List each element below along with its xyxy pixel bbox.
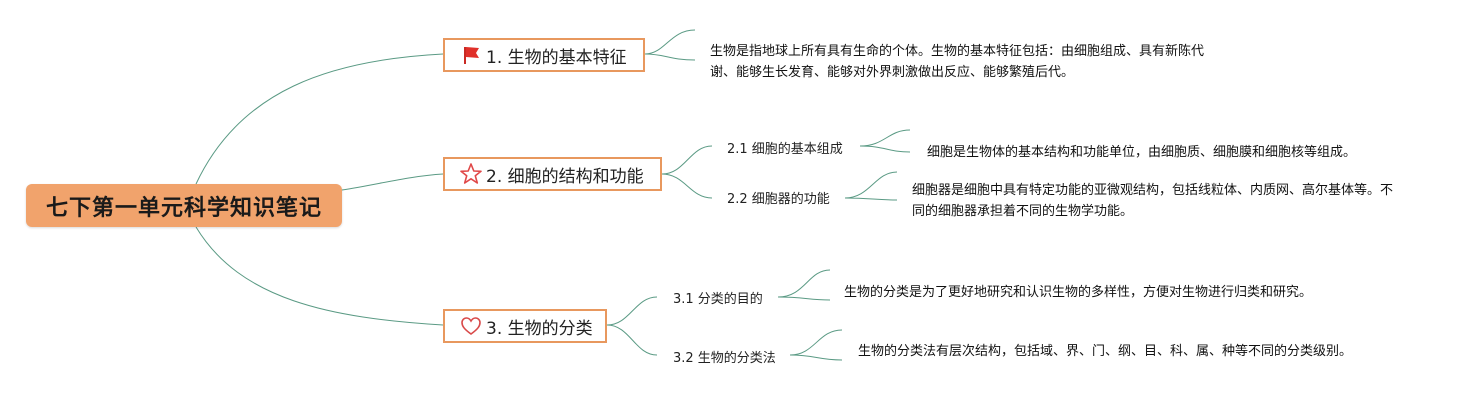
branch-3[interactable]: 3. 生物的分类 [443,309,607,343]
connector-b2-sub2 [661,173,713,199]
sub-topic-3-1[interactable]: 3.1 分类的目的 [673,292,763,307]
connector-b3-sub1 [606,296,658,326]
star-icon [459,162,483,186]
connector-b2-sub1 [661,145,713,175]
root-topic[interactable]: 七下第一单元科学知识笔记 [26,184,342,227]
connector-b1-desc [644,29,696,61]
branch-2[interactable]: 2. 细胞的结构和功能 [443,157,662,191]
connector-b3-sub2 [606,324,658,356]
connector-root-b1 [195,53,444,185]
connector-sub31-desc [777,269,831,301]
sub-topic-3-2[interactable]: 3.2 生物的分类法 [673,351,776,366]
branch-1-description: 生物是指地球上所有具有生命的个体。生物的基本特征包括：由细胞组成、具有新陈代谢、… [710,44,1205,80]
sub-topic-2-1[interactable]: 2.1 细胞的基本组成 [727,142,843,157]
sub-topic-2-2-description: 细胞器是细胞中具有特定功能的亚微观结构，包括线粒体、内质网、高尔基体等。不同的细… [912,183,1394,219]
flag-icon [459,43,483,67]
heart-icon [459,314,483,338]
branch-3-label: 3. 生物的分类 [486,318,593,339]
sub-topic-2-1-description: 细胞是生物体的基本结构和功能单位，由细胞质、细胞膜和细胞核等组成。 [927,145,1357,160]
connector-root-b2 [341,173,444,191]
sub-topic-2-2[interactable]: 2.2 细胞器的功能 [727,192,830,207]
connector-sub21-desc [859,129,911,153]
connector-sub32-desc [789,329,843,361]
connector-sub22-desc [844,171,898,201]
branch-1-label: 1. 生物的基本特征 [486,47,627,68]
sub-topic-3-1-description: 生物的分类是为了更好地研究和认识生物的多样性，方便对生物进行归类和研究。 [844,285,1313,300]
branch-2-label: 2. 细胞的结构和功能 [486,166,644,187]
sub-topic-3-2-description: 生物的分类法有层次结构，包括域、界、门、纲、目、科、属、种等不同的分类级别。 [858,344,1353,359]
branch-1[interactable]: 1. 生物的基本特征 [443,38,645,72]
connector-root-b3 [195,226,444,326]
